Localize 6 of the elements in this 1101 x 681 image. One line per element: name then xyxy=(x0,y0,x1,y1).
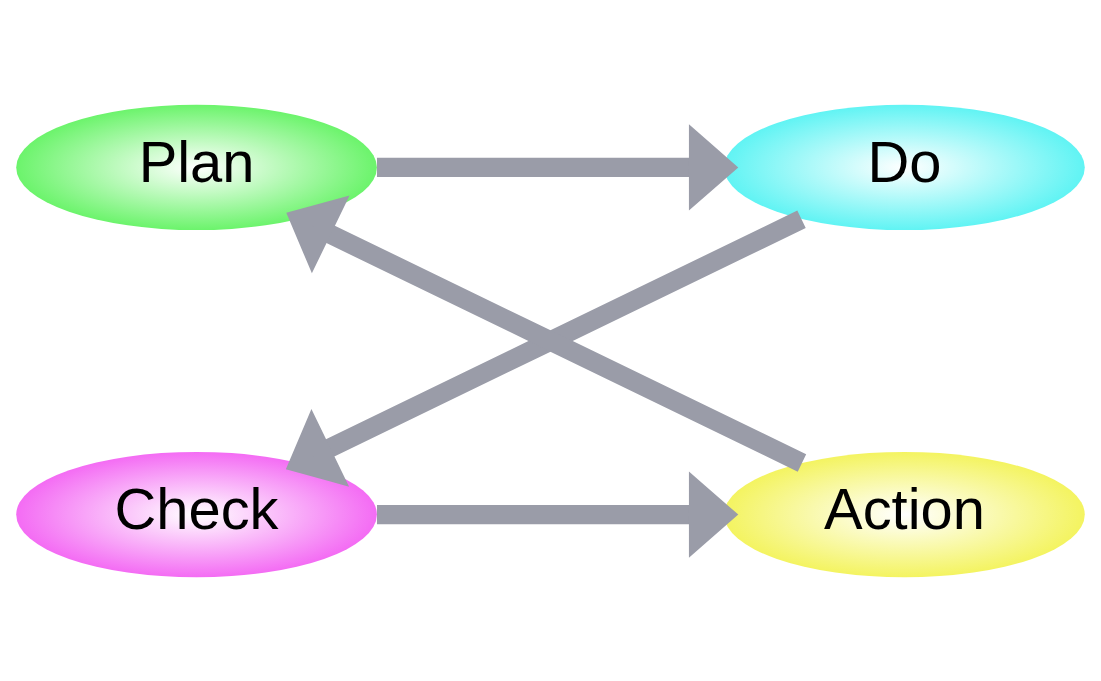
node-ellipse: Plan xyxy=(16,104,377,230)
arrow xyxy=(377,123,739,211)
arrow xyxy=(377,470,739,558)
node-ellipse: Do xyxy=(724,104,1085,230)
node-ellipse: Check xyxy=(16,451,377,577)
node-ellipse: Action xyxy=(724,451,1085,577)
